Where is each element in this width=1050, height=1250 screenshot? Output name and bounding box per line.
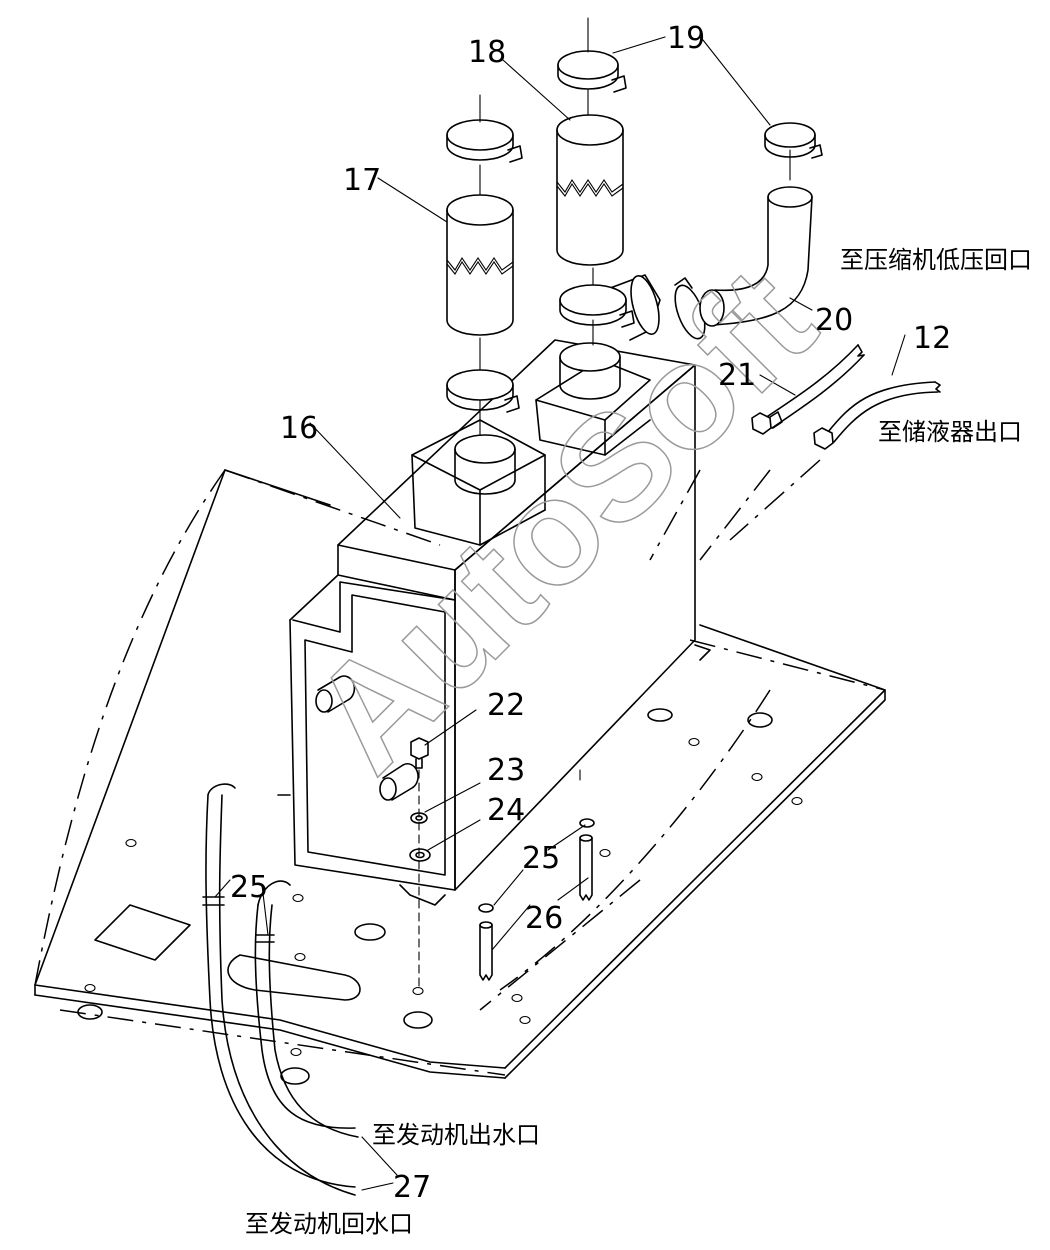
watermark-text: AutoSoft	[279, 236, 845, 802]
bolt-22	[410, 737, 429, 769]
destination-labels: 至压缩机低压回口 至储液器出口 至发动机出水口 至发动机回水口	[245, 246, 1032, 1238]
hose-20-elbow	[699, 186, 813, 327]
label-receiver-outlet: 至储液器出口	[878, 418, 1022, 446]
water-hose-outlet	[254, 880, 359, 1138]
clamp-17-lower	[446, 369, 520, 413]
heater-core-box	[277, 274, 711, 906]
drain-tube-26-right	[579, 818, 595, 901]
part-number-21: 21	[718, 358, 756, 393]
hose-17	[446, 194, 514, 336]
part-number-27: 27	[393, 1170, 431, 1205]
refrigerant-line-12	[813, 381, 941, 450]
label-engine-water-outlet: 至发动机出水口	[372, 1121, 540, 1149]
clamp-17-upper	[446, 119, 523, 163]
part-number-26: 26	[525, 901, 563, 936]
clamp-18-upper	[557, 50, 627, 93]
part-number-18: 18	[468, 35, 506, 70]
hose-18	[556, 114, 624, 266]
part-number-24: 24	[487, 793, 525, 828]
clamp-18-lower	[559, 284, 635, 328]
part-number-12: 12	[913, 321, 951, 356]
part-number-16: 16	[280, 411, 318, 446]
part-number-19: 19	[667, 21, 705, 56]
refrigerant-line-21	[751, 344, 865, 435]
water-hose-return	[202, 783, 356, 1196]
part-number-20: 20	[815, 303, 853, 338]
part-number-25-left: 25	[230, 870, 268, 905]
label-engine-water-return: 至发动机回水口	[245, 1210, 413, 1238]
part-number-17: 17	[343, 163, 381, 198]
nut-24	[409, 848, 431, 862]
drain-tube-26-left	[478, 903, 494, 981]
base-plate	[34, 459, 886, 1085]
part-number-labels: 17 18 19 20 21 12 16 22 23 24 25 25 26 2…	[230, 21, 951, 1205]
clamp-20-upper	[764, 122, 823, 159]
part-number-23: 23	[487, 753, 525, 788]
hose-clamps	[446, 50, 823, 413]
part-number-22: 22	[487, 688, 525, 723]
part-number-25-right: 25	[522, 841, 560, 876]
label-compressor-low-pressure-return: 至压缩机低压回口	[840, 246, 1032, 274]
leader-lines	[214, 17, 906, 1191]
